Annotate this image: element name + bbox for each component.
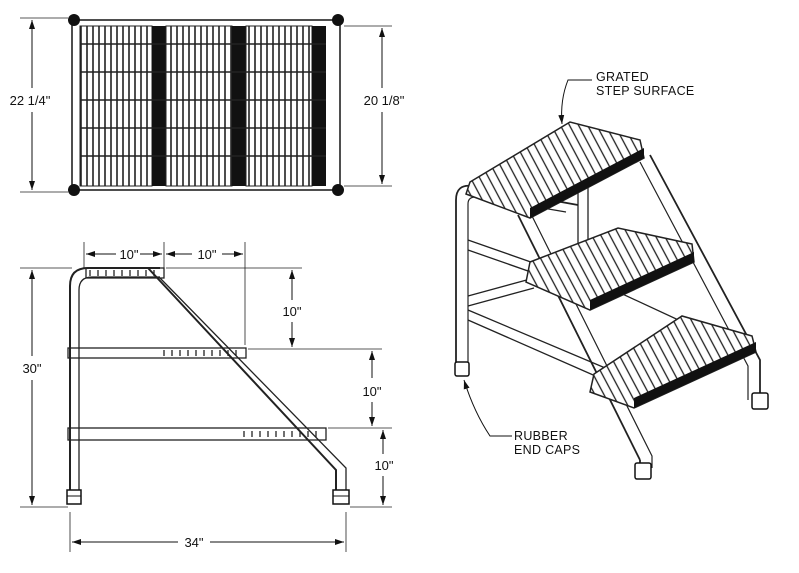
dim-top-step-depth-a: 10": [119, 247, 138, 262]
callout-caps-leader: [463, 379, 512, 437]
callout-caps-line1: RUBBER: [514, 429, 568, 443]
iso-right-front-leg-outer: [649, 154, 761, 400]
callout-grated-leader: [558, 79, 592, 125]
top-view: 22 1/4" 20 1/8": [10, 14, 405, 196]
top-end-cap-4: [332, 184, 344, 196]
top-grate-section-2: [165, 25, 233, 187]
side-rear-post-outer: [69, 267, 160, 500]
side-middle-step: [67, 347, 247, 359]
side-bottom-step: [67, 427, 327, 441]
isometric-view: GRATED STEP SURFACE RUBBER END CAPS: [454, 70, 769, 480]
callout-grated-line2: STEP SURFACE: [596, 84, 695, 98]
iso-middle-step-nosing: [590, 252, 694, 310]
side-rear-end-cap: [66, 489, 82, 505]
dim-top-step-depth-b: 10": [197, 247, 216, 262]
top-step-nosing-2: [232, 26, 246, 186]
iso-end-cap-rear: [454, 361, 470, 377]
side-view: 10" 10" 30" 10" 10" 10" 34": [20, 242, 394, 552]
top-view-frame: [71, 19, 341, 191]
iso-left-front-leg-outer: [517, 214, 641, 461]
callout-grated-line1: GRATED: [596, 70, 649, 84]
callout-caps-line2: END CAPS: [514, 443, 580, 457]
dim-overall-width: 22 1/4": [10, 93, 51, 108]
dim-rise-bottom: 10": [374, 458, 393, 473]
iso-right-front-leg-inner: [639, 161, 749, 400]
iso-end-cap-left-front: [634, 462, 652, 480]
dim-base-depth: 34": [184, 535, 203, 550]
top-step-nosing-3: [312, 26, 326, 186]
iso-end-cap-right-front: [751, 392, 769, 410]
side-front-leg-outer: [147, 267, 337, 500]
top-end-cap-2: [332, 14, 344, 26]
dim-overall-height: 30": [22, 361, 41, 376]
top-grate-section-3: [245, 25, 313, 187]
side-top-step: [85, 267, 165, 279]
top-step-nosing-1: [152, 26, 166, 186]
top-end-cap-1: [68, 14, 80, 26]
dim-rise-top: 10": [282, 304, 301, 319]
side-front-end-cap: [332, 489, 350, 505]
top-end-cap-3: [68, 184, 80, 196]
dim-rise-middle: 10": [362, 384, 381, 399]
top-grate-section-1: [79, 25, 153, 187]
iso-bottom-step-nosing: [634, 342, 756, 408]
iso-top-step-nosing: [530, 148, 644, 218]
side-rear-post-inner: [78, 276, 160, 500]
dim-step-width: 20 1/8": [364, 93, 405, 108]
